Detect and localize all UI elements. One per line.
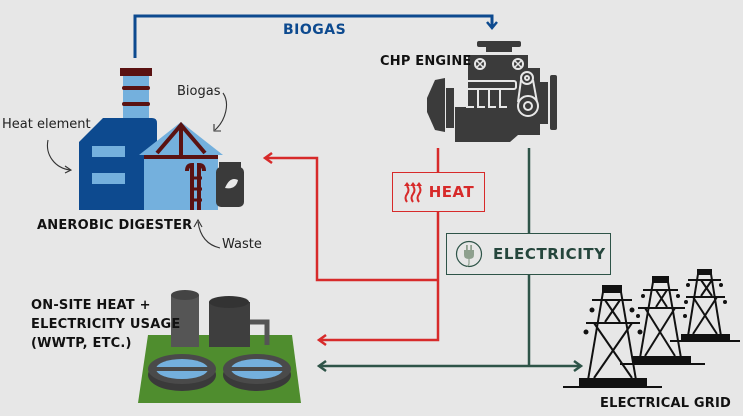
- electricity-flow-lines: [316, 148, 584, 373]
- biogas-annotation: Biogas: [177, 84, 221, 99]
- heat-flow-box: HEAT: [392, 172, 485, 212]
- transmission-tower-icon: [563, 269, 740, 388]
- tower-middle: [620, 276, 705, 365]
- treatment-plant-icon: [138, 290, 301, 403]
- electricity-flow-box: ELECTRICITY: [446, 233, 611, 275]
- heat-waves-icon: [403, 182, 422, 203]
- engine-icon: [427, 41, 557, 142]
- electrical-grid-label: ELECTRICAL GRID: [600, 396, 732, 411]
- biogas-flow-line: [133, 14, 498, 58]
- digester-label: ANEROBIC DIGESTER: [37, 218, 193, 233]
- biogas-flow-label: BIOGAS: [283, 22, 347, 38]
- onsite-usage-label: ON-SITE HEAT + ELECTRICITY USAGE (WWTP, …: [31, 296, 180, 353]
- tower-back: [670, 269, 740, 342]
- annotation-arrows: [46, 92, 227, 249]
- tower-front: [563, 285, 662, 388]
- heat-flow-lines: [262, 148, 440, 347]
- onsite-usage-line-3: (WWTP, ETC.): [31, 336, 132, 351]
- onsite-usage-line-1: ON-SITE HEAT +: [31, 298, 151, 313]
- heat-element-annotation: Heat element: [2, 117, 91, 132]
- heat-flow-label: HEAT: [428, 183, 475, 201]
- plug-icon: [455, 240, 483, 268]
- waste-annotation: Waste: [222, 237, 262, 252]
- onsite-usage-line-2: ELECTRICITY USAGE: [31, 317, 181, 332]
- digester-icon: [79, 68, 244, 210]
- chp-engine-label: CHP ENGINE: [380, 54, 472, 69]
- electricity-flow-label: ELECTRICITY: [493, 245, 606, 263]
